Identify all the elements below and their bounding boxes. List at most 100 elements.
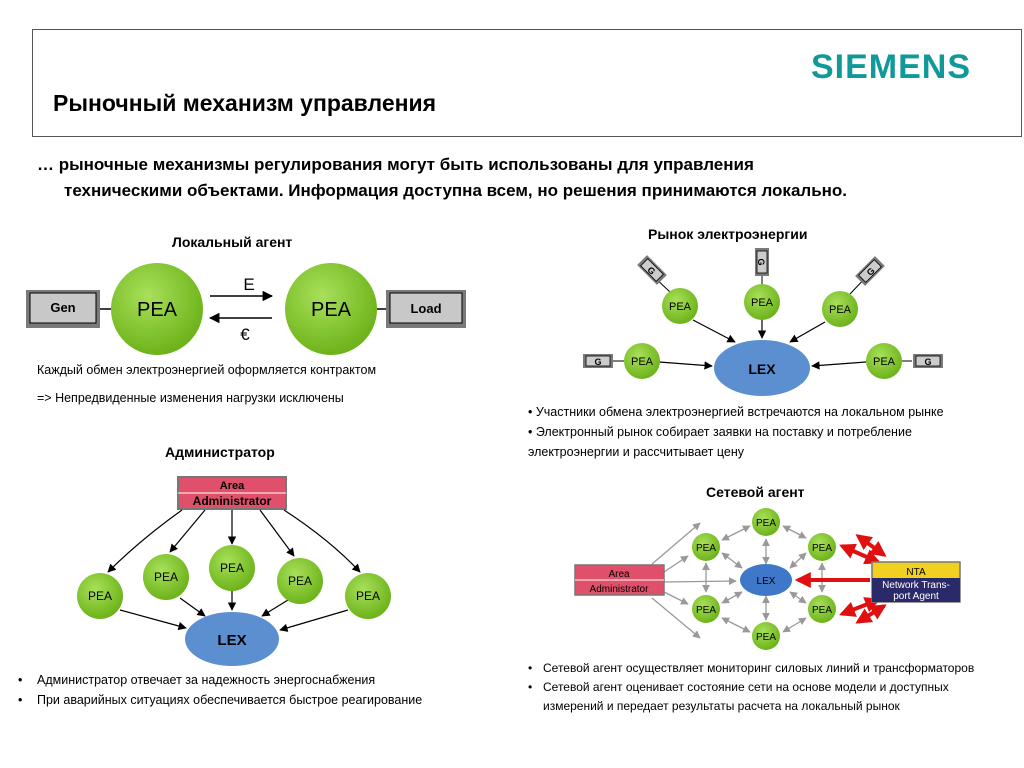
local-agent-note-1: Каждый обмен электроэнергией оформляется…: [37, 363, 377, 377]
network-agent-diagram: Area Administrator PEA PEA PEA PEA PEA P…: [574, 508, 961, 650]
admin-bullet-1-marker: •: [18, 673, 23, 687]
market-pea-label-3: PEA: [829, 304, 852, 316]
pea-right-node: [285, 263, 377, 355]
net-lex-node: [740, 564, 792, 596]
admin-pea-1: [77, 573, 123, 619]
admin-bullet-1: Администратор отвечает за надежность эне…: [37, 673, 376, 687]
area-admin-label-2: Administrator: [193, 494, 272, 508]
admin-pea-label-1: PEA: [88, 589, 112, 603]
net-admin-arrow-5: [651, 597, 701, 639]
market-pea-1: [662, 288, 698, 324]
net-ring-arrow-2: [782, 525, 807, 539]
net-admin-arrow-2: [663, 555, 689, 573]
page-title: Рыночный механизм управления: [53, 90, 437, 116]
market-g-box-5: G: [913, 354, 943, 368]
admin-pea-label-5: PEA: [356, 589, 380, 603]
admin-pea-5: [345, 573, 391, 619]
network-bullet-1-marker: •: [528, 661, 533, 675]
net-ring-arrow-9: [789, 591, 807, 604]
market-pea-label-1: PEA: [669, 301, 692, 313]
market-g-label-5: G: [924, 357, 931, 367]
market-g-label-4: G: [594, 357, 601, 367]
network-agent-heading: Сетевой агент: [706, 484, 805, 500]
market-bullet-2: • Электронный рынок собирает заявки на п…: [528, 425, 912, 439]
market-arrow-4: [658, 361, 713, 370]
market-lex-label: LEX: [748, 361, 776, 377]
net-red-arrow-2: [855, 534, 887, 557]
market-diagram: G G G G G PEA PEA PEA PEA PEA LEX: [583, 248, 943, 396]
net-ring-arrow-7: [789, 552, 807, 569]
market-lex-node: [714, 340, 810, 396]
net-admin-arrow-4: [663, 591, 689, 605]
net-pea-label-upper-left: PEA: [696, 543, 716, 554]
local-agent-heading: Локальный агент: [172, 234, 293, 250]
energy-label: E: [243, 275, 254, 294]
pea-left-label: PEA: [137, 299, 178, 321]
load-label: Load: [410, 301, 441, 316]
net-red-arrow-4: [855, 604, 887, 624]
pea-right-label: PEA: [311, 299, 352, 321]
network-bullet-2b: измерений и передает результаты расчета …: [543, 699, 900, 713]
market-pea-label-2: PEA: [751, 297, 774, 309]
local-agent-diagram: Gen PEA E € PEA Load: [26, 263, 466, 355]
header-frame: SIEMENS Рыночный механизм управления: [32, 29, 1022, 137]
net-pea-label-lower-right: PEA: [812, 605, 832, 616]
net-admin-arrow-1: [651, 522, 701, 565]
admin-pea-4: [277, 558, 323, 604]
net-pea-label-top: PEA: [756, 518, 776, 529]
net-pea-lower-left: [692, 595, 720, 623]
net-ring-arrow-6: [721, 552, 743, 569]
market-bullet-1: • Участники обмена электроэнергией встре…: [528, 405, 944, 419]
admin-lex-arrow-4: [261, 599, 289, 617]
admin-arrow-2: [169, 509, 206, 553]
admin-arrow-1: [107, 509, 183, 573]
net-area-admin-label-2: Administrator: [590, 584, 650, 595]
intro-line-1: … рыночные механизмы регулирования могут…: [37, 155, 754, 174]
admin-bullet-2-marker: •: [18, 693, 23, 707]
admin-arrow-4: [259, 509, 295, 557]
network-bullet-1: Сетевой агент осуществляет мониторинг си…: [543, 661, 975, 675]
net-pea-upper-right: [808, 533, 836, 561]
admin-pea-2: [143, 554, 189, 600]
nta-label-3: port Agent: [893, 591, 939, 602]
net-ring-arrow-1: [721, 525, 751, 541]
admin-pea-3: [209, 545, 255, 591]
nta-box-lower: [872, 578, 960, 602]
intro-text: … рыночные механизмы регулирования могут…: [37, 152, 997, 204]
net-pea-label-upper-right: PEA: [812, 543, 832, 554]
net-pea-label-bottom: PEA: [756, 632, 776, 643]
net-pea-top: [752, 508, 780, 536]
net-pea-upper-left: [692, 533, 720, 561]
gen-label: Gen: [50, 300, 75, 315]
admin-pea-label-3: PEA: [220, 561, 244, 575]
market-bullet-2b: электроэнергии и рассчитывает цену: [528, 445, 745, 459]
net-ring-arrow-12: [782, 617, 807, 633]
admin-lex-arrow-2: [179, 597, 206, 617]
nta-label-1: NTA: [906, 567, 926, 578]
network-bullet-2: Сетевой агент оценивает состояние сети н…: [543, 680, 949, 694]
net-pea-label-lower-left: PEA: [696, 605, 716, 616]
market-g-box-1: G: [637, 255, 667, 285]
market-pea-5: [866, 343, 902, 379]
network-bullet-2-marker: •: [528, 680, 533, 694]
market-pea-3: [822, 291, 858, 327]
market-g-label-2: G: [756, 258, 766, 265]
administrator-heading: Администратор: [165, 444, 275, 460]
market-g-box-4: G: [583, 354, 613, 368]
market-pea-label-4: PEA: [631, 356, 654, 368]
siemens-logo: SIEMENS: [811, 48, 972, 86]
market-pea-4: [624, 343, 660, 379]
administrator-diagram: Area Administrator PEA PEA PEA PEA PEA L…: [77, 476, 391, 666]
market-heading: Рынок электроэнергии: [648, 226, 808, 242]
market-arrow-5: [811, 361, 867, 370]
admin-lex-label: LEX: [217, 632, 246, 649]
market-arrow-3: [789, 321, 826, 343]
net-area-admin-label-1: Area: [608, 569, 630, 580]
market-g-box-3: G: [855, 256, 885, 286]
intro-line-2: техническими объектами. Информация досту…: [64, 181, 848, 200]
gen-box: [29, 292, 97, 324]
admin-pea-label-2: PEA: [154, 570, 178, 584]
market-pea-2: [744, 284, 780, 320]
market-g-box-2: G: [755, 248, 769, 276]
